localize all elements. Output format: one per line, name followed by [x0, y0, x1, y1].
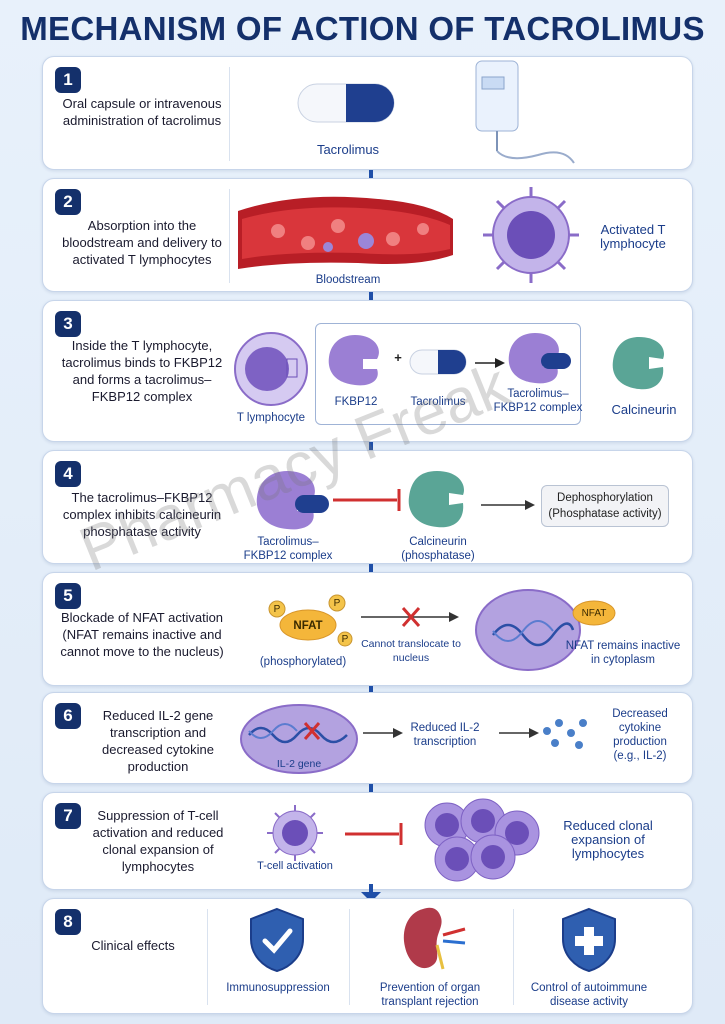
page-title: MECHANISM OF ACTION OF TACROLIMUS: [20, 10, 705, 47]
fkbp12-icon: [328, 335, 379, 386]
decreased-cytokine-label: Decreased cytokine production (e.g., IL-…: [612, 708, 668, 762]
bloodstream-label: Bloodstream: [315, 274, 381, 286]
step-description: Blockade of NFAT activation (NFAT remain…: [60, 610, 224, 659]
nfat-remains-label: NFAT remains inactive in cytoplasm: [565, 640, 681, 666]
transplant-label: Prevention of organ transplant rejection: [379, 982, 481, 1008]
step-number: 8: [55, 909, 81, 935]
step-description: The tacrolimus–FKBP12 complex inhibits c…: [62, 490, 222, 539]
flow-arrow-right: [499, 728, 539, 738]
shield-check-icon: [250, 907, 304, 973]
t-lymphocyte-icon: [234, 332, 308, 406]
nfat-label: NFAT: [293, 620, 323, 632]
complex-label: Tacrolimus–FKBP12 complex: [493, 388, 583, 414]
calcineurin-label: Calcineurin: [611, 402, 677, 417]
step-description: Oral capsule or intravenous administrati…: [62, 96, 222, 128]
il2-gene-label: IL-2 gene: [276, 758, 322, 770]
dephosphorylation-box: Dephosphorylation (Phosphatase activity): [541, 485, 669, 527]
plus-sign: +: [394, 350, 402, 365]
divider: [349, 909, 350, 1005]
step-2-card: 2 Absorption into the bloodstream and de…: [42, 178, 693, 292]
t-cell-icon: [267, 805, 323, 861]
fkbp12-label: FKBP12: [334, 396, 378, 408]
divider: [513, 909, 514, 1005]
divider: [229, 189, 230, 283]
step-number: 5: [55, 583, 81, 609]
inhibition-arrow: [345, 823, 403, 845]
cannot-translocate-label: Cannot translocate to nucleus: [361, 638, 461, 664]
reduced-transcription-label: Reduced IL-2 transcription: [410, 722, 480, 748]
flow-arrow-right: [481, 500, 535, 510]
calcineurin-icon: [612, 337, 664, 390]
nfat-label: NFAT: [581, 608, 607, 619]
step-description: Inside the T lymphocyte, tacrolimus bind…: [61, 338, 223, 404]
autoimmune-label: Control of autoimmune disease activity: [530, 982, 648, 1008]
step-5-card: 5 Blockade of NFAT activation (NFAT rema…: [42, 572, 693, 686]
step-1-card: 1 Oral capsule or intravenous administra…: [42, 56, 693, 170]
nfat-icon: [572, 600, 616, 626]
il2-gene-icon: [240, 704, 358, 774]
kidney-icon: [403, 907, 466, 970]
inhibition-arrow: [333, 489, 401, 511]
reduced-clonal-label: Reduced clonal expansion of lymphocytes: [563, 818, 653, 861]
calcineurin-icon: [408, 471, 464, 528]
phosphate-label: P: [341, 634, 349, 645]
activated-t-lymphocyte-label: Activated T lymphocyte: [600, 222, 666, 251]
step-number: 2: [55, 189, 81, 215]
flow-arrow-right: [363, 728, 403, 738]
capsule-icon: [297, 83, 395, 123]
activated-t-lymphocyte-icon: [483, 187, 579, 283]
immunosuppression-label: Immunosuppression: [226, 982, 330, 994]
step-8-card: 8 Clinical effects Immunosuppression Pre…: [42, 898, 693, 1014]
binding-arrow: [475, 358, 505, 368]
tacrolimus-label: Tacrolimus: [410, 396, 466, 408]
iv-bag-icon: [475, 60, 575, 164]
step-description: Absorption into the bloodstream and deli…: [62, 218, 222, 267]
blood-vessel-icon: [238, 196, 453, 269]
step-7-card: 7 Suppression of T-cell activation and r…: [42, 792, 693, 890]
drug-label: Tacrolimus: [316, 142, 380, 157]
step-number: 4: [55, 461, 81, 487]
step-number: 1: [55, 67, 81, 93]
complex-icon: [256, 471, 329, 530]
blocked-translocation-arrow: [361, 607, 459, 627]
cytokine-dots-icon: [543, 719, 587, 749]
t-cell-activation-label: T-cell activation: [257, 860, 333, 872]
complex-label: Tacrolimus–FKBP12 complex: [243, 536, 333, 562]
phosphorylated-label: (phosphorylated): [259, 656, 347, 668]
step-number: 6: [55, 703, 81, 729]
capsule-icon: [409, 349, 467, 375]
step-3-card: 3 Inside the T lymphocyte, tacrolimus bi…: [42, 300, 693, 442]
t-lymphocyte-label: T lymphocyte: [236, 412, 306, 424]
step-4-card: 4 The tacrolimus–FKBP12 complex inhibits…: [42, 450, 693, 564]
flow-arrow-down: [361, 884, 381, 902]
step-description: Clinical effects: [91, 938, 175, 953]
calcineurin-label: Calcineurin (phosphatase): [401, 536, 475, 562]
nfat-phosphorylated-icon: [268, 594, 353, 647]
divider: [229, 67, 230, 161]
phosphate-label: P: [333, 598, 341, 609]
binding-inset: [315, 323, 581, 425]
step-description: Reduced IL-2 gene transcription and decr…: [101, 708, 214, 774]
step-description: Suppression of T-cell activation and red…: [92, 808, 224, 874]
step-number: 7: [55, 803, 81, 829]
step-6-card: 6 Reduced IL-2 gene transcription and de…: [42, 692, 693, 784]
lymphocyte-cluster-icon: [424, 798, 540, 882]
nucleus-icon: [475, 589, 581, 671]
shield-plus-icon: [562, 907, 616, 973]
step-number: 3: [55, 311, 81, 337]
phosphate-label: P: [273, 604, 281, 615]
divider: [207, 909, 208, 1005]
complex-icon: [508, 333, 571, 384]
